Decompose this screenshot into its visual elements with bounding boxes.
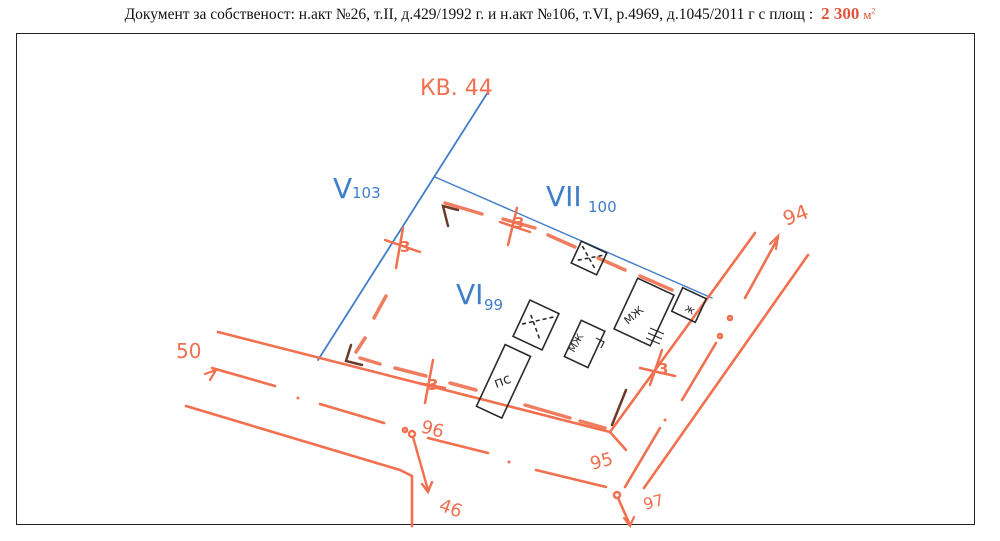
document-title: Документ за собственост: н.акт №26, т.II… <box>124 6 814 23</box>
setback-label-west: 3 <box>400 238 410 256</box>
area-value: 2 300 <box>821 4 860 23</box>
road-label-95: 95 <box>588 449 616 475</box>
boundary-west <box>317 91 489 361</box>
plot-label-vi-number: 99 <box>484 296 503 314</box>
area-unit: м2 <box>863 6 876 22</box>
stairs-mark <box>645 327 665 345</box>
building-corner-marks <box>344 204 628 427</box>
road-label-97: 97 <box>641 490 666 514</box>
building-pc-label: пс <box>492 371 513 392</box>
plot-label-vii-number: 100 <box>588 198 617 216</box>
plot-label-vii: VII <box>546 180 582 213</box>
plot-label-vi: VI <box>456 278 483 311</box>
building-north-annex <box>570 240 608 276</box>
building-mzh-large-label: МЖ <box>622 304 647 328</box>
building-mzh-small <box>563 319 606 369</box>
building-mzh-large <box>612 277 676 347</box>
plot-label-v: V <box>333 172 352 205</box>
plot-label-v-number: 103 <box>352 184 381 202</box>
regulation-lines <box>354 201 674 430</box>
setback-label-south: 3 <box>428 376 438 394</box>
boundary-north <box>434 176 713 299</box>
building-mzh-small-label: МЖ <box>567 332 586 354</box>
plot-boundaries <box>317 91 713 361</box>
setback-label-east: 3 <box>658 360 668 378</box>
document-header: Документ за собственост: н.акт №26, т.II… <box>0 4 1000 30</box>
branch-arrow <box>407 429 434 495</box>
street-east <box>608 231 810 529</box>
street-south <box>184 330 628 528</box>
plot-labels: V 103 VII 100 VI 99 <box>333 172 617 314</box>
building-annex-diag <box>511 299 561 351</box>
road-label-46: 46 <box>436 495 465 523</box>
block-label: КВ. 44 <box>420 76 493 101</box>
entrance-mark <box>595 337 605 349</box>
setback-markers <box>383 206 677 405</box>
road-label-94: 94 <box>780 199 812 230</box>
building-pc <box>475 343 532 420</box>
setback-label-north: 3 <box>514 214 524 232</box>
road-label-96: 96 <box>419 417 447 443</box>
building-small-corner <box>670 286 708 324</box>
buildings <box>475 240 708 420</box>
sketch-frame <box>16 33 975 525</box>
road-label-50: 50 <box>176 339 201 363</box>
